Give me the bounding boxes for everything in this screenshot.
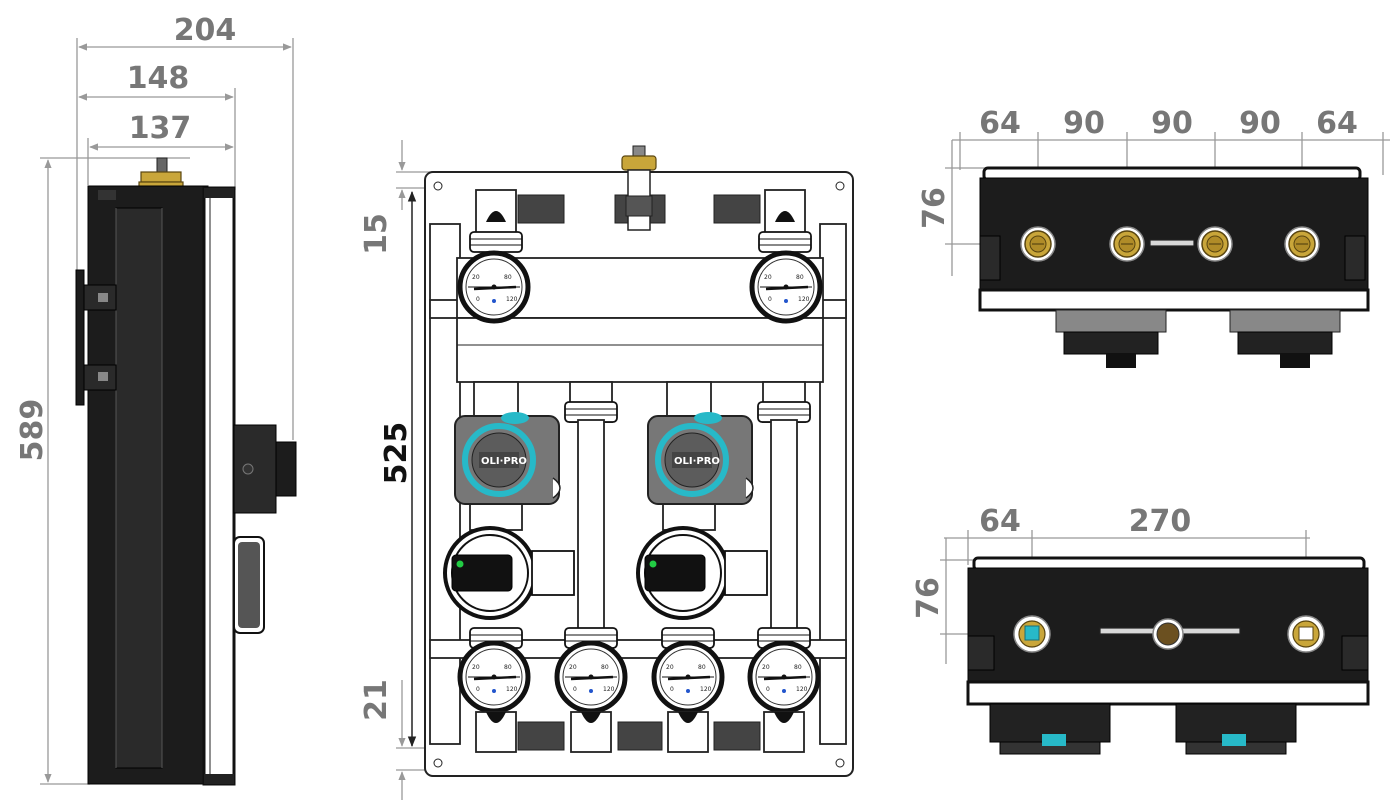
dim-side-depth-inner: 137: [129, 111, 192, 146]
dim-front-top-offset: 15: [359, 213, 394, 255]
circulation-pump-icon: [1229, 309, 1341, 368]
dim-top-pitch-3: 90: [1151, 106, 1193, 141]
circulation-pump-icon: [989, 703, 1111, 755]
dim-top-pitch-5: 64: [1316, 106, 1358, 141]
circulation-pump-icon: [1175, 703, 1297, 755]
thermometer-gauge-icon: [654, 643, 722, 711]
sensor-port: [1152, 618, 1184, 650]
mixing-valve-actuator-icon: [455, 412, 560, 504]
circulation-pump-icon: [233, 536, 265, 634]
manifold-lower: [456, 317, 824, 383]
dim-side-depth-total: 204: [174, 13, 237, 48]
brass-fitting-icon: [1287, 615, 1325, 653]
front-view: 15 525 21: [359, 140, 854, 800]
thermometer-gauge-icon: [752, 253, 820, 321]
dim-front-bottom-offset: 21: [359, 679, 394, 721]
circulation-pump-icon: [1055, 309, 1167, 368]
dim-top-pitch-1: 64: [979, 106, 1021, 141]
brass-fitting-icon: [1197, 226, 1233, 262]
thermometer-gauge-icon: [460, 643, 528, 711]
brass-fitting-icon: [1013, 615, 1051, 653]
dim-front-pipe-span: 525: [379, 422, 414, 485]
top-view: 64 90 90 90 64 76: [917, 106, 1390, 368]
side-view: 204 148 137 589: [15, 13, 297, 786]
mixing-valve-actuator-icon: [233, 424, 297, 514]
mixing-valve-actuator-icon: [648, 412, 753, 504]
thermometer-gauge-icon: [460, 253, 528, 321]
dim-bottom-left: 64: [979, 504, 1021, 539]
air-vent-fitting: [621, 145, 657, 231]
dim-side-depth-mid: 148: [127, 61, 190, 96]
dim-side-height: 589: [15, 399, 50, 462]
brass-fitting-icon: [1109, 226, 1145, 262]
thermometer-gauge-icon: [750, 643, 818, 711]
thermometer-gauge-icon: [557, 643, 625, 711]
bottom-view: 64 270 76: [911, 504, 1370, 755]
brass-fitting-icon: [1020, 226, 1056, 262]
dim-bottom-span: 270: [1129, 504, 1192, 539]
dim-bottom-height: 76: [911, 577, 946, 619]
brass-fitting-icon: [1284, 226, 1320, 262]
dim-top-pitch-4: 90: [1239, 106, 1281, 141]
dim-top-pitch-2: 90: [1063, 106, 1105, 141]
dim-top-height: 76: [917, 187, 952, 229]
